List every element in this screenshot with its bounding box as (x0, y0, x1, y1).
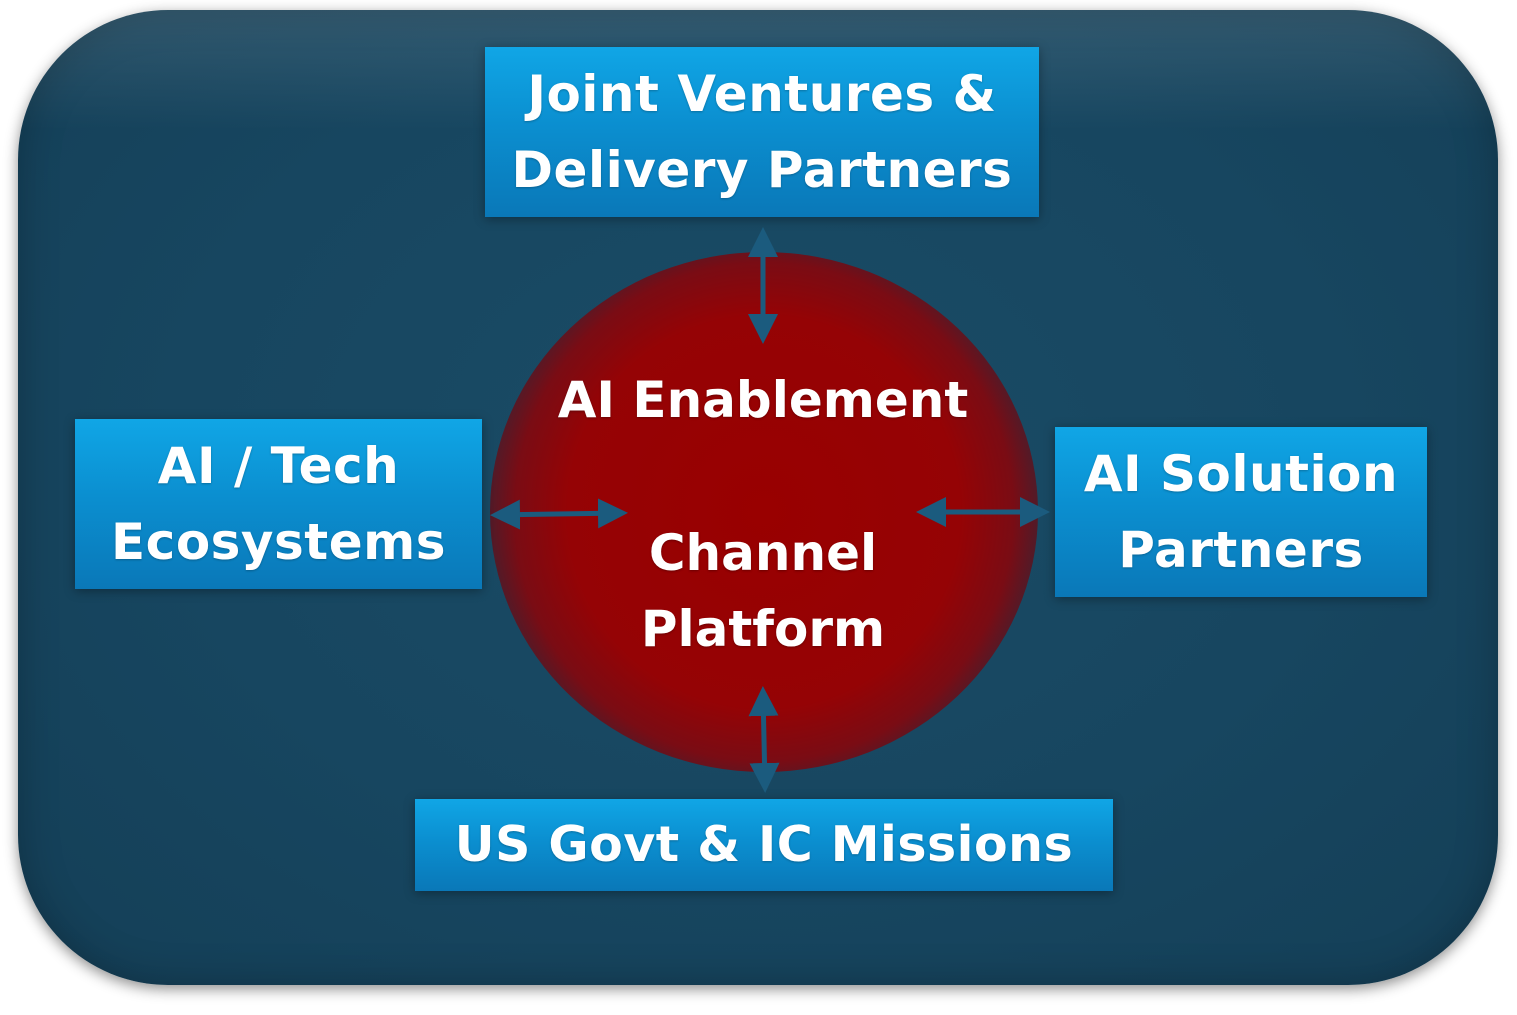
node-solution-partners-line-1: AI Solution (1083, 445, 1399, 503)
node-tech-ecosystems-line-1: AI / Tech (157, 437, 400, 495)
node-solution-partners: AI Solution Partners (1055, 427, 1427, 597)
hub-title: AI Enablement (557, 371, 969, 429)
node-govt-missions-line-1: US Govt & IC Missions (454, 816, 1074, 873)
node-tech-ecosystems: AI / Tech Ecosystems (75, 419, 482, 589)
node-joint-ventures-line-1: Joint Ventures & (527, 65, 997, 123)
node-tech-ecosystems-line-2: Ecosystems (111, 513, 446, 571)
node-joint-ventures-line-2: Delivery Partners (511, 141, 1013, 199)
hub-circle (490, 252, 1038, 772)
node-joint-ventures: Joint Ventures & Delivery Partners (485, 47, 1039, 217)
node-solution-partners-line-2: Partners (1118, 521, 1364, 579)
node-govt-missions: US Govt & IC Missions (415, 799, 1113, 891)
hub-subtitle-line-1: Channel (648, 524, 878, 582)
hub-subtitle: Channel Platform (480, 515, 1046, 667)
hub-subtitle-line-2: Platform (640, 600, 886, 658)
